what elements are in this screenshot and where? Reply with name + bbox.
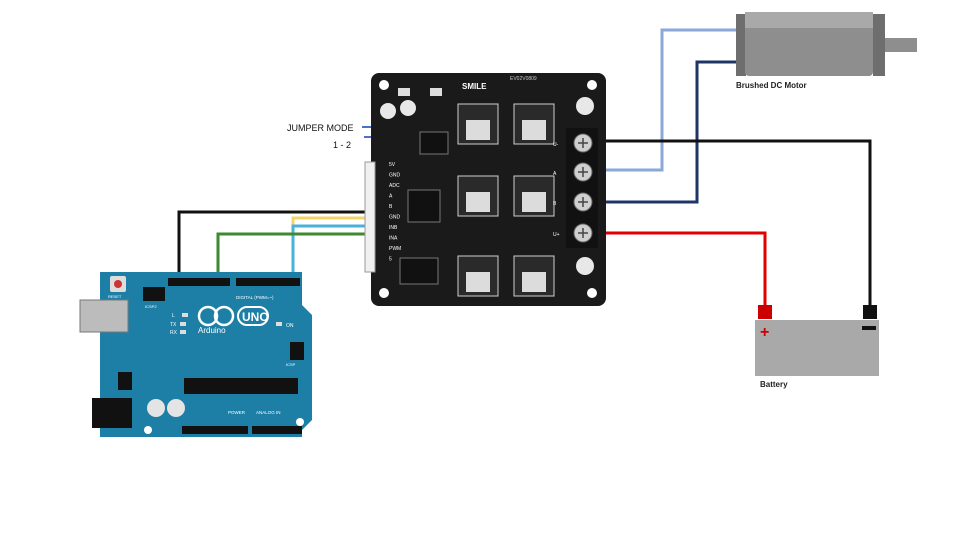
driver-pin-label: A (389, 194, 393, 200)
uno-label: UNO (242, 310, 269, 324)
battery-minus-sign (862, 326, 876, 330)
driver-pin-label: PWM (389, 246, 401, 252)
uno-badge (237, 306, 269, 326)
microcontroller-chip (407, 189, 441, 223)
jumper-bracket (362, 126, 373, 138)
atmega-chip (184, 378, 298, 394)
motor-label: Brushed DC Motor (736, 81, 807, 90)
digital-header-high (168, 278, 230, 286)
terminal-label: A (553, 171, 557, 177)
brushed-dc-motor: Brushed DC Motor (736, 12, 917, 90)
icsp2-header (143, 287, 165, 301)
screw-terminal-block (573, 133, 593, 243)
analog-label: ANALOG IN (256, 410, 281, 415)
capacitor (576, 97, 594, 115)
driver-pin-label: INA (389, 236, 398, 242)
icsp2-label: ICSP2 (145, 304, 157, 309)
terminal-label: U- (553, 142, 559, 148)
power-label: POWER (228, 410, 246, 415)
led-tx-label: TX (170, 322, 177, 328)
battery-plus-sign: + (760, 324, 769, 341)
ic-chip (419, 131, 449, 155)
jumper-setting-label: 1 - 2 (333, 140, 351, 150)
wire-battery-pos-red (593, 231, 767, 310)
driver-pin-label: GND (389, 215, 401, 221)
motor-driver-board: SMILE EV02V0809 (364, 73, 606, 306)
arduino-logo-left (197, 305, 219, 327)
signal-header (364, 161, 376, 273)
battery-label: Battery (760, 380, 788, 389)
driver-model: EV02V0809 (510, 76, 537, 82)
mounting-hole (379, 80, 389, 90)
capacitor (576, 257, 594, 275)
icsp-label: ICSP (286, 362, 296, 367)
driver-pin-label: ADC (389, 183, 400, 189)
driver-pin-labels: 5V GND ADC AB GND INB INA PWM 5 (389, 162, 401, 263)
wire-motor-a-lightblue (593, 28, 740, 172)
driver-pin-label: 5V (389, 162, 396, 168)
driver-pin-label: INB (389, 225, 398, 231)
analog-header (252, 426, 302, 434)
capacitor (400, 100, 416, 116)
digital-header-low (236, 278, 300, 286)
reset-label: RESET (108, 294, 122, 299)
mounting-hole (379, 288, 389, 298)
terminal-label: U+ (553, 232, 560, 238)
battery: + Battery (755, 305, 879, 389)
usb-port (79, 299, 129, 333)
wire-gnd-black (177, 210, 372, 275)
voltage-regulator (118, 372, 132, 390)
digital-label: DIGITAL (PWM=~) (236, 295, 274, 300)
mounting-hole (587, 80, 597, 90)
power-header (182, 426, 248, 434)
wire-ina-cyan (291, 224, 372, 275)
battery-positive-terminal (758, 305, 772, 319)
wires (177, 28, 872, 310)
capacitor (167, 399, 185, 417)
arduino-logo-right (213, 305, 235, 327)
arduino-label: Arduino (198, 326, 226, 335)
jumper-mode-label: JUMPER MODE (287, 123, 354, 133)
led-rx-label: RX (170, 330, 178, 336)
on-label: ON (286, 323, 294, 329)
arduino-uno-board: RESET ICSP2 DIGITAL (PWM=~) UNO Arduino … (79, 272, 312, 437)
driver-pin-label: GND (389, 173, 401, 179)
driver-pin-label: 5 (389, 257, 392, 263)
driver-pin-label: B (389, 204, 393, 210)
battery-negative-terminal (863, 305, 877, 319)
terminal-label: B (553, 201, 557, 207)
wire-battery-neg-black (593, 139, 872, 310)
led-l-label: L (172, 313, 175, 319)
driver-brand: SMILE (462, 82, 487, 91)
terminal-labels: U- A B U+ (553, 142, 560, 238)
mounting-hole (587, 288, 597, 298)
icsp-header (290, 342, 304, 360)
capacitor (380, 103, 396, 119)
wire-pwm-green (216, 232, 372, 275)
wire-motor-b-navy (593, 60, 740, 204)
driver-ic-chip (399, 257, 439, 285)
dc-power-jack (92, 398, 132, 428)
capacitor (147, 399, 165, 417)
